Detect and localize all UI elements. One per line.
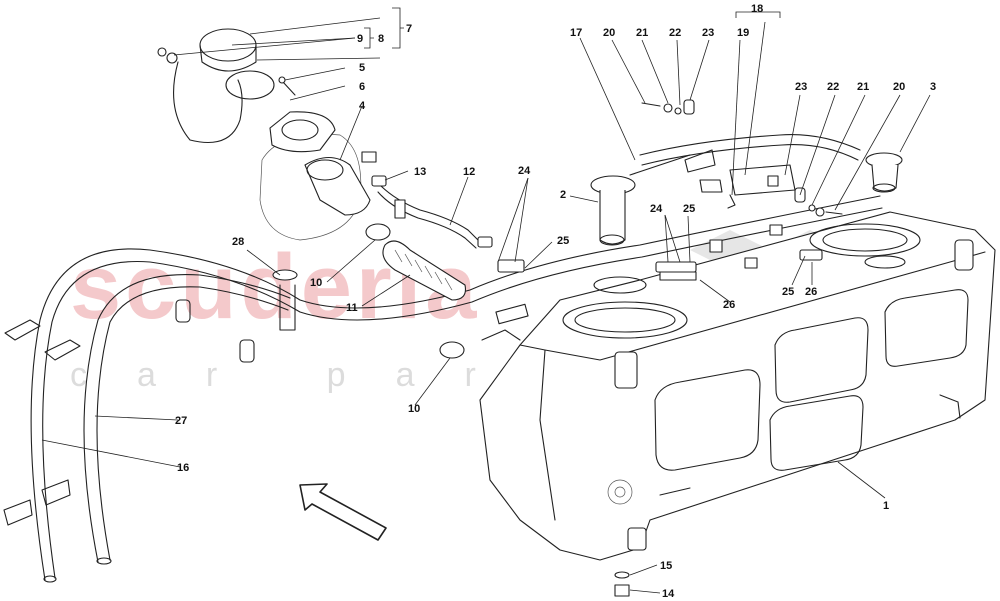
callout-12: 12 [463, 166, 475, 178]
callout-26-right: 26 [805, 286, 817, 298]
callout-15: 15 [660, 560, 672, 572]
callout-24-left: 24 [518, 165, 531, 177]
callout-labels: 1 2 3 4 5 6 7 8 9 10 10 11 12 13 14 15 1… [175, 3, 936, 600]
callout-10-upper: 10 [310, 277, 322, 289]
fuel-tank [479, 211, 996, 561]
callout-21-right: 21 [857, 81, 869, 93]
loose-clips [3, 299, 255, 526]
callout-21-top: 21 [636, 27, 648, 39]
callout-17: 17 [570, 27, 582, 39]
callout-23-top: 23 [702, 27, 714, 39]
vent-hoses [30, 195, 883, 583]
callout-27: 27 [175, 415, 187, 427]
callout-22-top: 22 [669, 27, 681, 39]
watermark-brand: scuderia [70, 236, 480, 338]
callout-1: 1 [883, 500, 889, 512]
callout-20-top: 20 [603, 27, 615, 39]
callout-18: 18 [751, 3, 763, 15]
callout-25-right: 25 [782, 286, 794, 298]
direction-arrow-icon [299, 483, 387, 541]
callout-16: 16 [177, 462, 189, 474]
callout-28: 28 [232, 236, 244, 248]
callout-22-right: 22 [827, 81, 839, 93]
callout-11: 11 [346, 302, 358, 314]
callout-10-lower: 10 [408, 403, 420, 415]
callout-13: 13 [414, 166, 426, 178]
callout-19: 19 [737, 27, 749, 39]
callout-6: 6 [359, 81, 365, 93]
callout-7: 7 [406, 23, 412, 35]
callout-20-right: 20 [893, 81, 905, 93]
pump-and-lines [497, 99, 903, 597]
filler-neck-assembly [157, 28, 529, 359]
callout-4: 4 [359, 100, 366, 112]
callout-26-mid: 26 [723, 299, 735, 311]
callout-25-left: 25 [557, 235, 569, 247]
callout-2: 2 [560, 189, 566, 201]
callout-5: 5 [359, 62, 365, 74]
callout-24-mid: 24 [650, 203, 663, 215]
callout-23-right: 23 [795, 81, 807, 93]
leader-lines [41, 7, 931, 594]
callout-3: 3 [930, 81, 936, 93]
callout-25-mid: 25 [683, 203, 695, 215]
callout-9: 9 [357, 33, 363, 45]
callout-14: 14 [662, 588, 675, 600]
callout-8: 8 [378, 33, 384, 45]
